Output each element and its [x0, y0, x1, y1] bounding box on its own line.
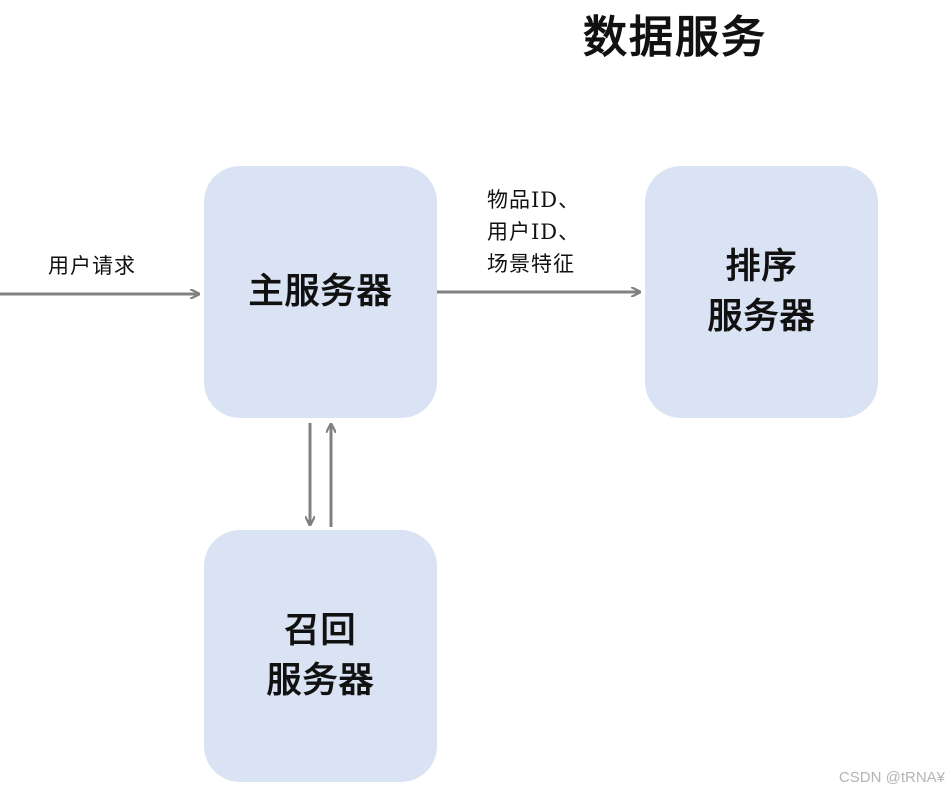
ranking-server-node: 排序 服务器	[645, 166, 878, 418]
recall-server-node: 召回 服务器	[204, 530, 437, 782]
ranking-server-label-line-1: 排序	[725, 246, 798, 287]
watermark: CSDN @tRNA¥	[838, 769, 945, 786]
features-label-line-3: 场景特征	[487, 252, 575, 276]
recall-server-label-line-2: 服务器	[266, 660, 375, 701]
main-server-node: 主服务器	[204, 166, 437, 418]
features-label: 物品ID、 用户ID、 场景特征	[487, 184, 580, 280]
features-label-line-2: 用户ID、	[487, 220, 581, 244]
diagram-title: 数据服务	[583, 12, 767, 63]
main-server-label: 主服务器	[248, 271, 393, 312]
ranking-server-label-line-2: 服务器	[707, 296, 816, 337]
recall-server-label-line-1: 召回	[284, 610, 357, 651]
user-request-label: 用户请求	[48, 254, 136, 278]
features-label-line-1: 物品ID、	[487, 188, 581, 212]
